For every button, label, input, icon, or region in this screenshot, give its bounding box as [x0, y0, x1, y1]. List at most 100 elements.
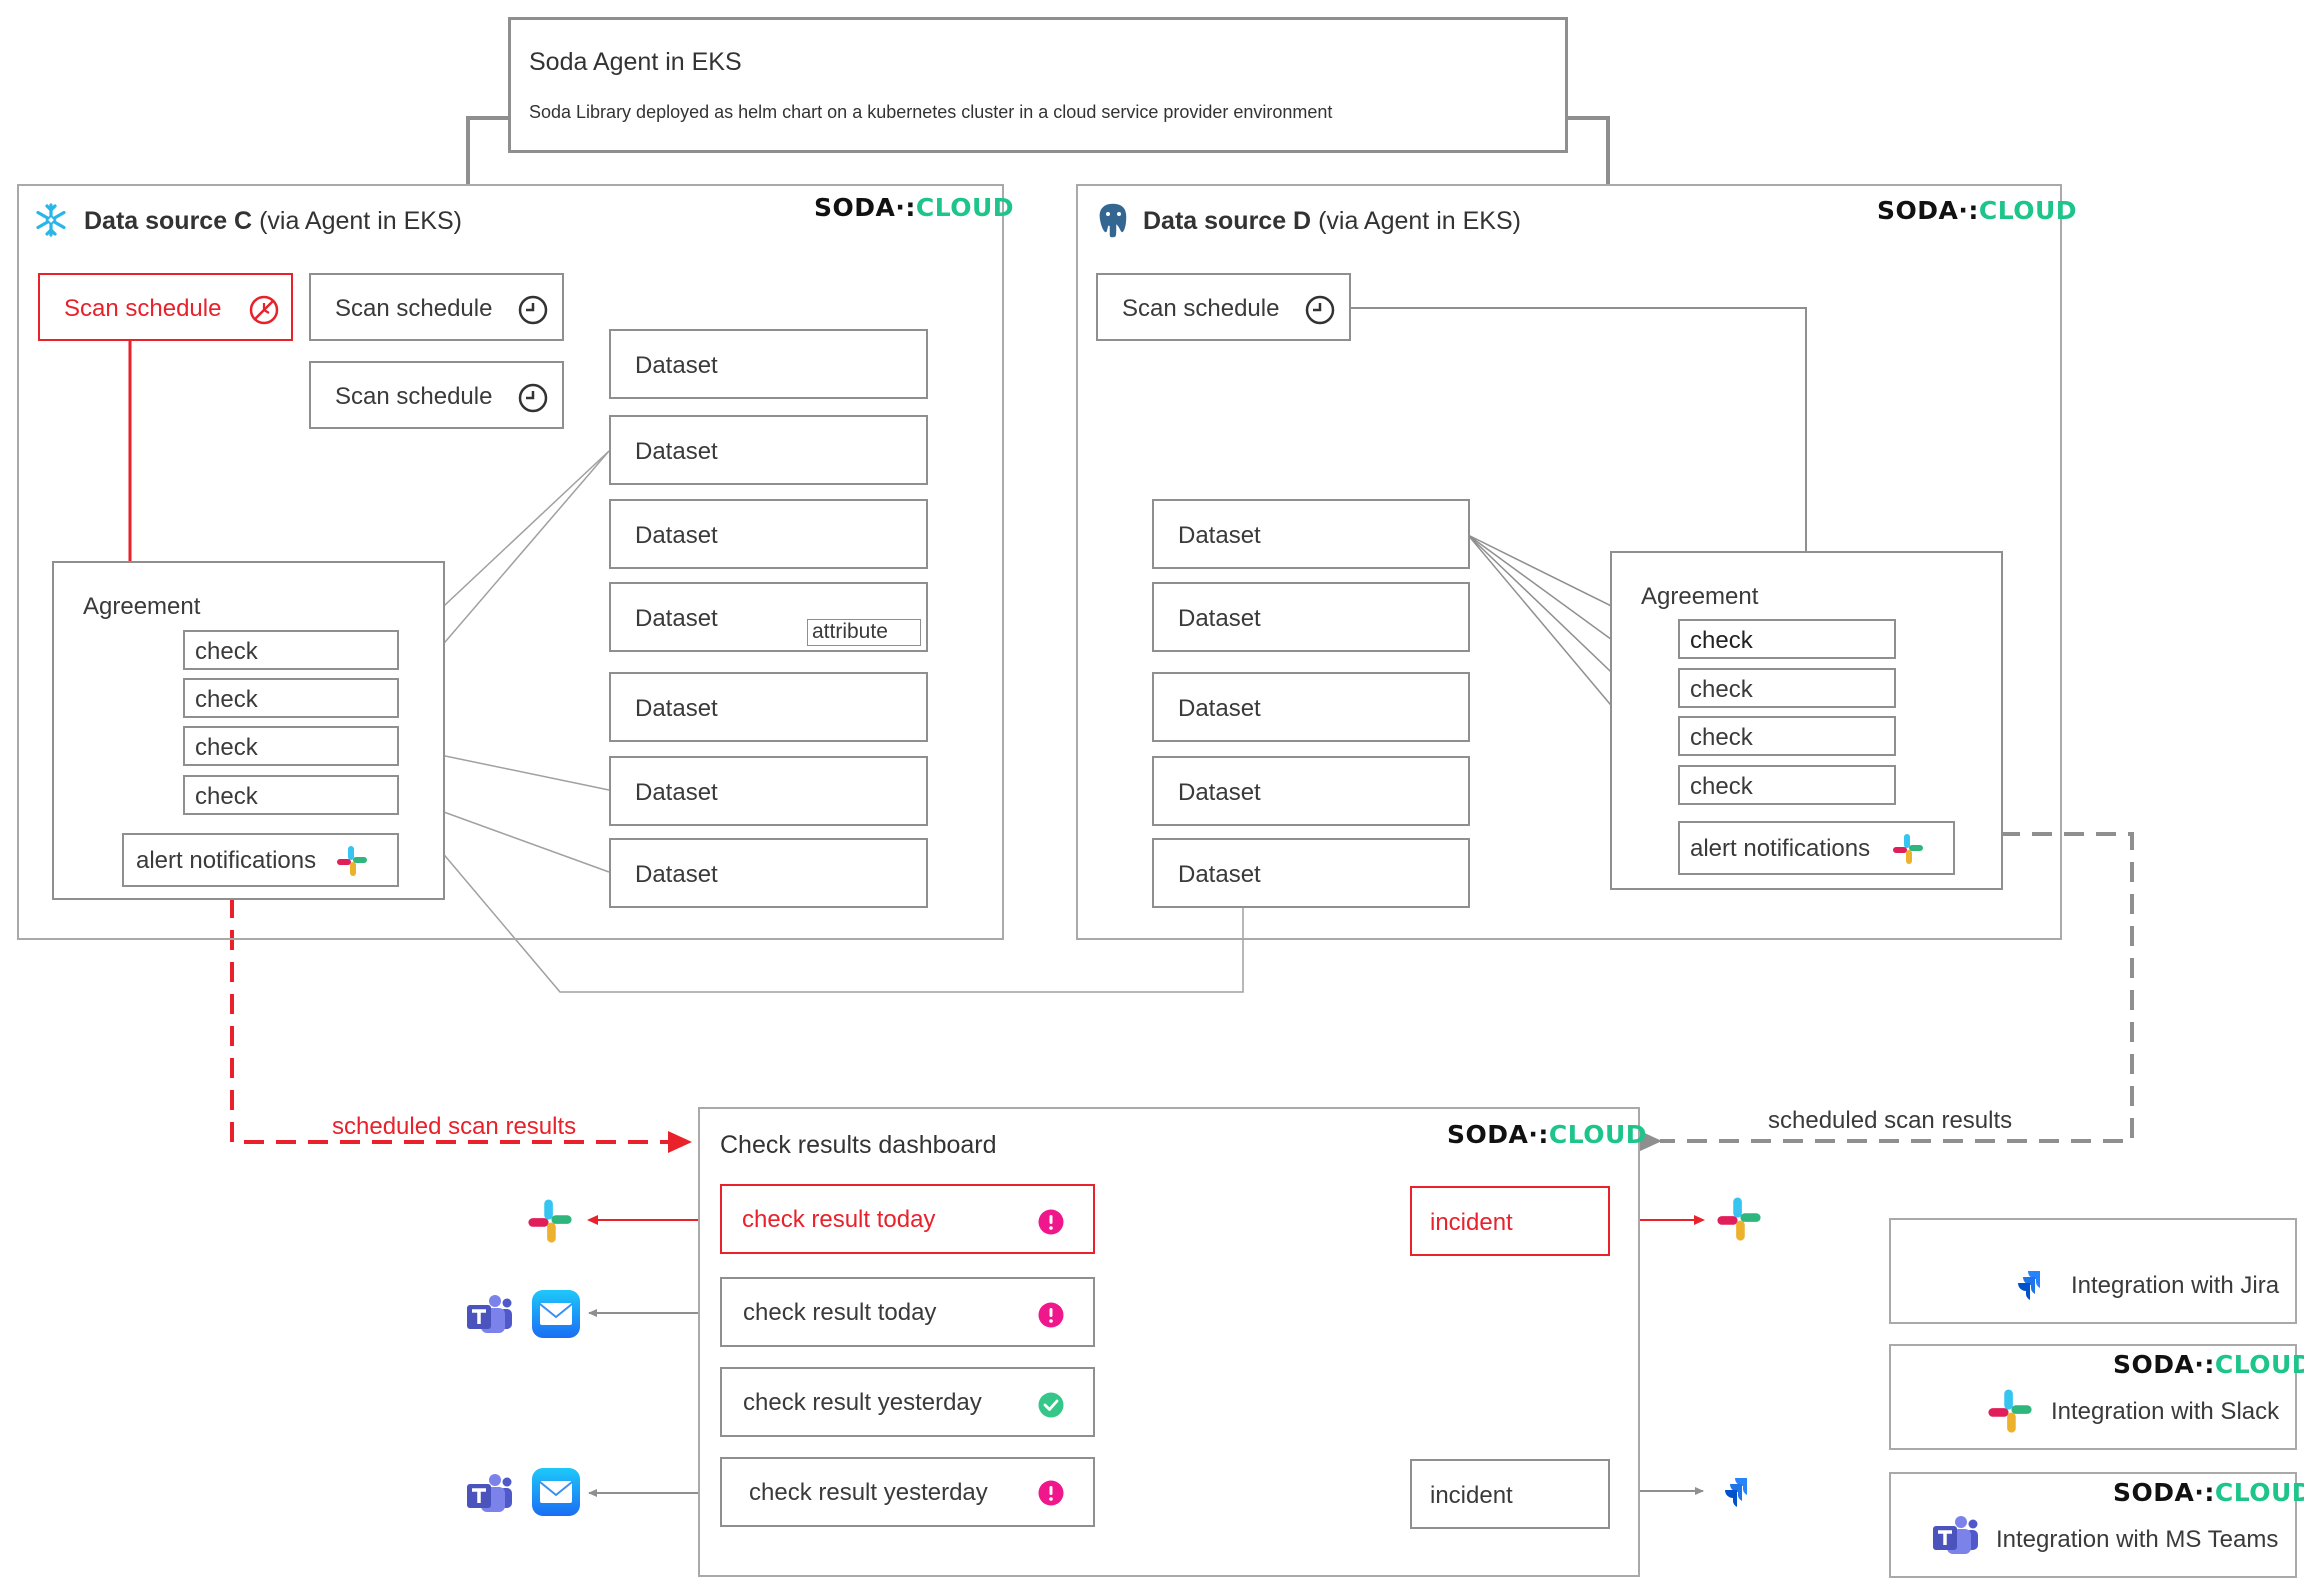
datasource-c-panel	[17, 184, 1004, 940]
teams-icon	[465, 1472, 513, 1519]
dataset-box[interactable]: Dataset	[609, 672, 928, 742]
scan-schedule-label: Scan schedule	[1122, 295, 1280, 322]
check-box[interactable]: check	[1678, 716, 1896, 756]
agent-box: Soda Agent in EKS Soda Library deployed …	[508, 17, 1568, 153]
check-box[interactable]: check	[183, 775, 399, 815]
check-label: check	[195, 638, 258, 665]
teams-icon	[465, 1293, 513, 1340]
soda-cloud-logo: SODA·:CLOUD	[1447, 1120, 1648, 1149]
slack-icon	[527, 1198, 573, 1249]
dataset-label: Dataset	[635, 438, 718, 465]
agent-title: Soda Agent in EKS	[529, 48, 742, 76]
check-box[interactable]: check	[1678, 668, 1896, 708]
check-label: check	[195, 734, 258, 761]
check-result-row[interactable]: check result yesterday	[720, 1367, 1095, 1437]
dataset-box[interactable]: Dataset	[609, 499, 928, 569]
postgresql-icon	[1094, 200, 1132, 245]
agent-description: Soda Library deployed as helm chart on a…	[529, 102, 1333, 122]
mail-icon	[531, 1289, 581, 1344]
datasource-c-title: Data source C (via Agent in EKS)	[84, 207, 462, 236]
check-result-row[interactable]: check result yesterday	[720, 1457, 1095, 1527]
integration-label: Integration with Slack	[2051, 1398, 2280, 1425]
agreement-title: Agreement	[1641, 583, 1759, 610]
teams-icon	[1931, 1514, 1979, 1561]
check-passed-icon	[1038, 1392, 1064, 1423]
dataset-label: Dataset	[635, 695, 718, 722]
scan-schedule[interactable]: Scan schedule	[1096, 273, 1351, 341]
check-label: check	[195, 686, 258, 713]
attribute-tag: attribute	[807, 619, 921, 646]
check-result-row[interactable]: check result today	[720, 1184, 1095, 1254]
slack-icon	[1716, 1196, 1762, 1247]
slack-icon	[1987, 1388, 2033, 1439]
dataset-label: Dataset	[1178, 695, 1261, 722]
integration-label: Integration with Jira	[2071, 1272, 2280, 1299]
dataset-box[interactable]: Dataset	[609, 756, 928, 826]
integration-jira-card: Integration with Jira	[1889, 1218, 2297, 1324]
scheduled-scan-results-label: scheduled scan results	[332, 1113, 577, 1140]
check-box[interactable]: check	[183, 726, 399, 766]
dataset-box[interactable]: Dataset	[609, 329, 928, 399]
slack-icon	[1892, 833, 1924, 870]
soda-cloud-logo: SODA·:CLOUD	[2113, 1478, 2304, 1507]
check-result-label: check result yesterday	[743, 1389, 982, 1416]
check-result-label: check result today	[742, 1206, 936, 1233]
dataset-box[interactable]: Dataset	[1152, 838, 1470, 908]
check-result-row[interactable]: check result today	[720, 1277, 1095, 1347]
dataset-label: Dataset	[635, 522, 718, 549]
dataset-box[interactable]: Dataset	[1152, 499, 1470, 569]
check-box[interactable]: check	[1678, 619, 1896, 659]
scan-schedule[interactable]: Scan schedule	[309, 273, 564, 341]
scan-schedule-label: Scan schedule	[335, 295, 493, 322]
check-box[interactable]: check	[183, 678, 399, 718]
scan-schedule-label: Scan schedule	[335, 383, 493, 410]
scan-schedule[interactable]: Scan schedule	[309, 361, 564, 429]
schedule-disabled-icon	[248, 294, 280, 331]
integration-slack-card: SODA·:CLOUD Integration with Slack	[1889, 1344, 2304, 1450]
snowflake-icon	[33, 202, 69, 243]
dataset-label: Dataset	[635, 779, 718, 806]
scan-schedule-label: Scan schedule	[64, 295, 222, 322]
dataset-label: Dataset	[1178, 605, 1261, 632]
alert-notifications-box[interactable]: alert notifications	[1678, 821, 1955, 875]
scan-schedule-disabled[interactable]: Scan schedule	[38, 273, 293, 341]
datasource-c-name: Data source C	[84, 207, 253, 235]
alert-notifications-box[interactable]: alert notifications	[122, 833, 399, 887]
dataset-label: Dataset	[635, 861, 718, 888]
incident-box[interactable]: incident	[1410, 1186, 1610, 1256]
dataset-label: Dataset	[635, 352, 718, 379]
dataset-box[interactable]: Dataset	[609, 415, 928, 485]
dataset-box[interactable]: Dataset	[1152, 582, 1470, 652]
warning-icon	[1038, 1209, 1064, 1240]
dataset-box[interactable]: Dataset attribute	[609, 582, 928, 652]
dataset-label: Dataset	[635, 605, 718, 632]
dataset-box[interactable]: Dataset	[1152, 672, 1470, 742]
soda-cloud-logo: SODA·:CLOUD	[2113, 1350, 2304, 1379]
dataset-label: Dataset	[1178, 861, 1261, 888]
incident-box[interactable]: incident	[1410, 1459, 1610, 1529]
scheduled-scan-results-label: scheduled scan results	[1768, 1107, 2013, 1134]
check-label: check	[195, 783, 258, 810]
integration-label: Integration with MS Teams	[1996, 1526, 2279, 1553]
alert-notifications-label: alert notifications	[136, 847, 317, 874]
check-box[interactable]: check	[1678, 765, 1896, 805]
integration-teams-card: SODA·:CLOUD Integration with MS Teams	[1889, 1472, 2304, 1578]
datasource-d-suffix: (via Agent in EKS)	[1311, 207, 1521, 235]
dataset-box[interactable]: Dataset	[609, 838, 928, 908]
clock-icon	[517, 382, 549, 419]
datasource-d-panel	[1076, 184, 2062, 940]
warning-icon	[1038, 1480, 1064, 1511]
dataset-box[interactable]: Dataset	[1152, 756, 1470, 826]
alert-notifications-label: alert notifications	[1690, 835, 1871, 862]
incident-label: incident	[1430, 1482, 1513, 1509]
incident-label: incident	[1430, 1209, 1513, 1236]
mail-icon	[531, 1467, 581, 1522]
agreement-title: Agreement	[83, 593, 201, 620]
check-box[interactable]: check	[183, 630, 399, 670]
jira-icon	[1716, 1471, 1760, 1520]
soda-cloud-logo: SODA·:CLOUD	[814, 193, 1015, 222]
clock-icon	[1304, 294, 1336, 331]
soda-cloud-logo: SODA·:CLOUD	[1877, 196, 2078, 225]
dataset-label: Dataset	[1178, 522, 1261, 549]
